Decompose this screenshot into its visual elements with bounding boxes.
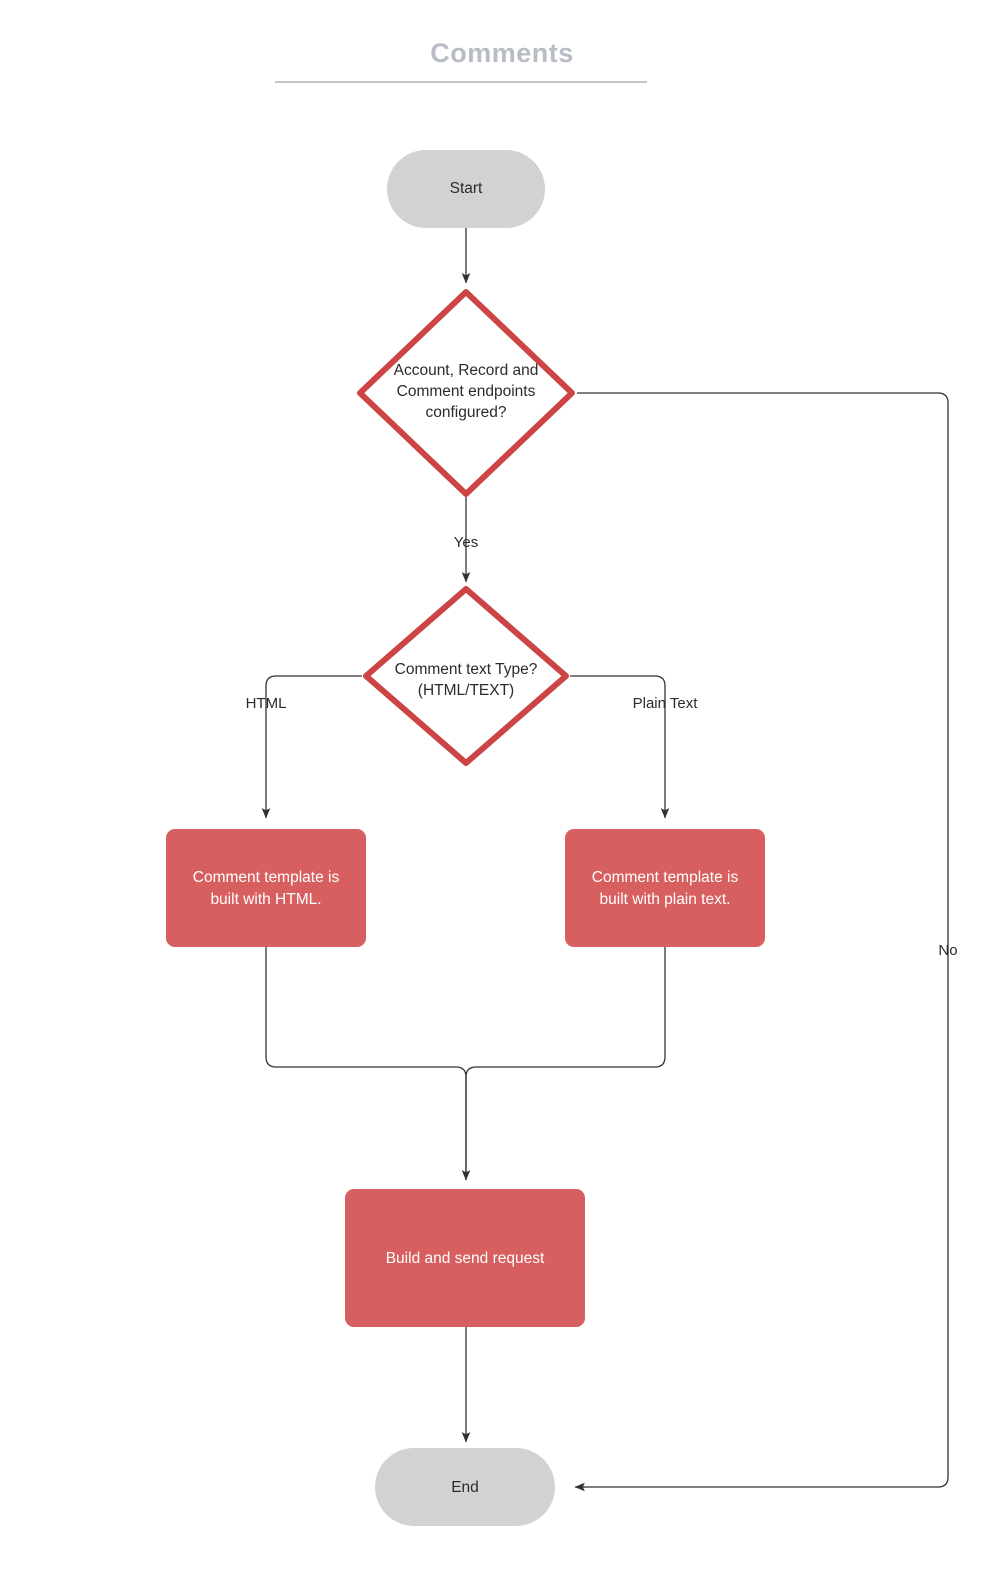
connector-texttype-plain-to-plain-process	[570, 675, 670, 819]
decision-text-type-shape	[363, 586, 569, 766]
end-label: End	[451, 1479, 479, 1496]
node-end[interactable]: End	[375, 1448, 555, 1526]
edge-label-html: HTML	[246, 695, 287, 712]
process-html-line-1: Comment template is	[193, 869, 340, 886]
decision-endpoints-line-3: configured?	[425, 404, 506, 421]
process-html-shape	[166, 829, 366, 947]
connector-endpoints-no-to-end	[574, 392, 949, 1492]
process-plain-text-line-2: built with plain text.	[600, 891, 731, 908]
edge-label-plain-text: Plain Text	[633, 695, 699, 712]
process-html-line-2: built with HTML.	[210, 891, 321, 908]
end-shape	[375, 1448, 555, 1526]
connector-html-process-to-build	[265, 947, 471, 1181]
connector-texttype-html-to-html-process	[261, 675, 362, 819]
node-decision-text-type[interactable]: Comment text Type? (HTML/TEXT)	[363, 586, 569, 766]
decision-endpoints-line-1: Account, Record and	[394, 362, 539, 379]
node-process-plain-text[interactable]: Comment template is built with plain tex…	[565, 829, 765, 947]
node-start[interactable]: Start	[387, 150, 545, 228]
process-build-send-shape	[345, 1189, 585, 1327]
node-process-build-send[interactable]: Build and send request	[345, 1189, 585, 1327]
connector-plain-process-to-build	[465, 947, 666, 1180]
decision-endpoints-line-2: Comment endpoints	[397, 383, 536, 400]
process-build-send-label: Build and send request	[386, 1250, 545, 1267]
decision-text-type-line-2: (HTML/TEXT)	[418, 682, 514, 699]
title-divider	[275, 81, 647, 83]
edge-label-no: No	[938, 942, 957, 959]
decision-text-type-line-1: Comment text Type?	[395, 661, 538, 678]
start-shape	[387, 150, 545, 228]
decision-endpoints-shape	[357, 289, 575, 497]
page-title-container: Comments	[0, 36, 1004, 70]
page-title: Comments	[430, 38, 574, 68]
process-plain-text-line-1: Comment template is	[592, 869, 739, 886]
node-decision-endpoints[interactable]: Account, Record and Comment endpoints co…	[357, 289, 575, 497]
process-plain-text-shape	[565, 829, 765, 947]
start-label: Start	[450, 180, 483, 197]
edge-label-yes: Yes	[454, 534, 478, 551]
node-process-html[interactable]: Comment template is built with HTML.	[166, 829, 366, 947]
